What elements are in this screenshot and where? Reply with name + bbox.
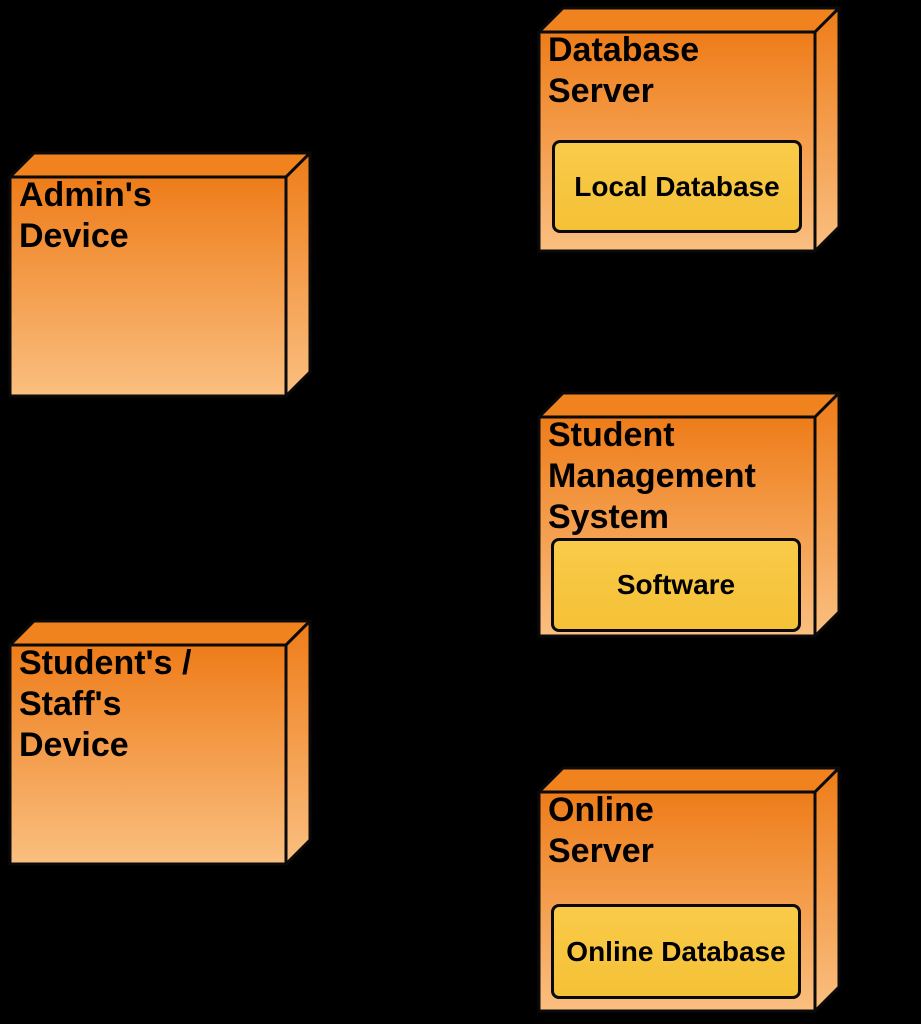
node-student-management-system: Student Management System Software: [537, 389, 841, 638]
node-students-staffs-device: Student's / Staff's Device: [8, 617, 312, 866]
box-front-face: [8, 175, 288, 398]
box-side-face: [284, 619, 312, 866]
component-label: Local Database: [574, 170, 780, 202]
box-top-face: [8, 151, 312, 179]
node-label: Admin's Device: [19, 176, 152, 255]
box-side-face: [813, 391, 841, 638]
node-admins-device: Admin's Device: [8, 149, 312, 398]
node-online-server: Online Server Online Database: [537, 764, 841, 1013]
node-label: Student Management System: [548, 416, 756, 536]
component-label: Software: [616, 569, 736, 600]
node-label: Online Server: [548, 791, 654, 870]
box-top-face: [537, 6, 841, 34]
component-online-database: Online Database: [551, 904, 801, 999]
box-side-face: [813, 6, 841, 253]
node-database-server: Database Server Local Database: [537, 4, 841, 253]
component-local-database: Local Database: [552, 140, 802, 233]
node-label: Student's / Staff's Device: [19, 644, 192, 764]
box-top-face: [537, 391, 841, 419]
component-label: Online Database: [566, 935, 786, 967]
box-top-face: [8, 619, 312, 647]
box-side-face: [284, 151, 312, 398]
node-box-3d: [8, 619, 312, 866]
box-top-face: [537, 766, 841, 794]
box-side-face: [813, 766, 841, 1013]
node-box-3d: [8, 151, 312, 398]
node-label: Database Server: [548, 31, 700, 110]
component-software: Software: [551, 538, 801, 632]
box-front-face: [8, 643, 288, 866]
